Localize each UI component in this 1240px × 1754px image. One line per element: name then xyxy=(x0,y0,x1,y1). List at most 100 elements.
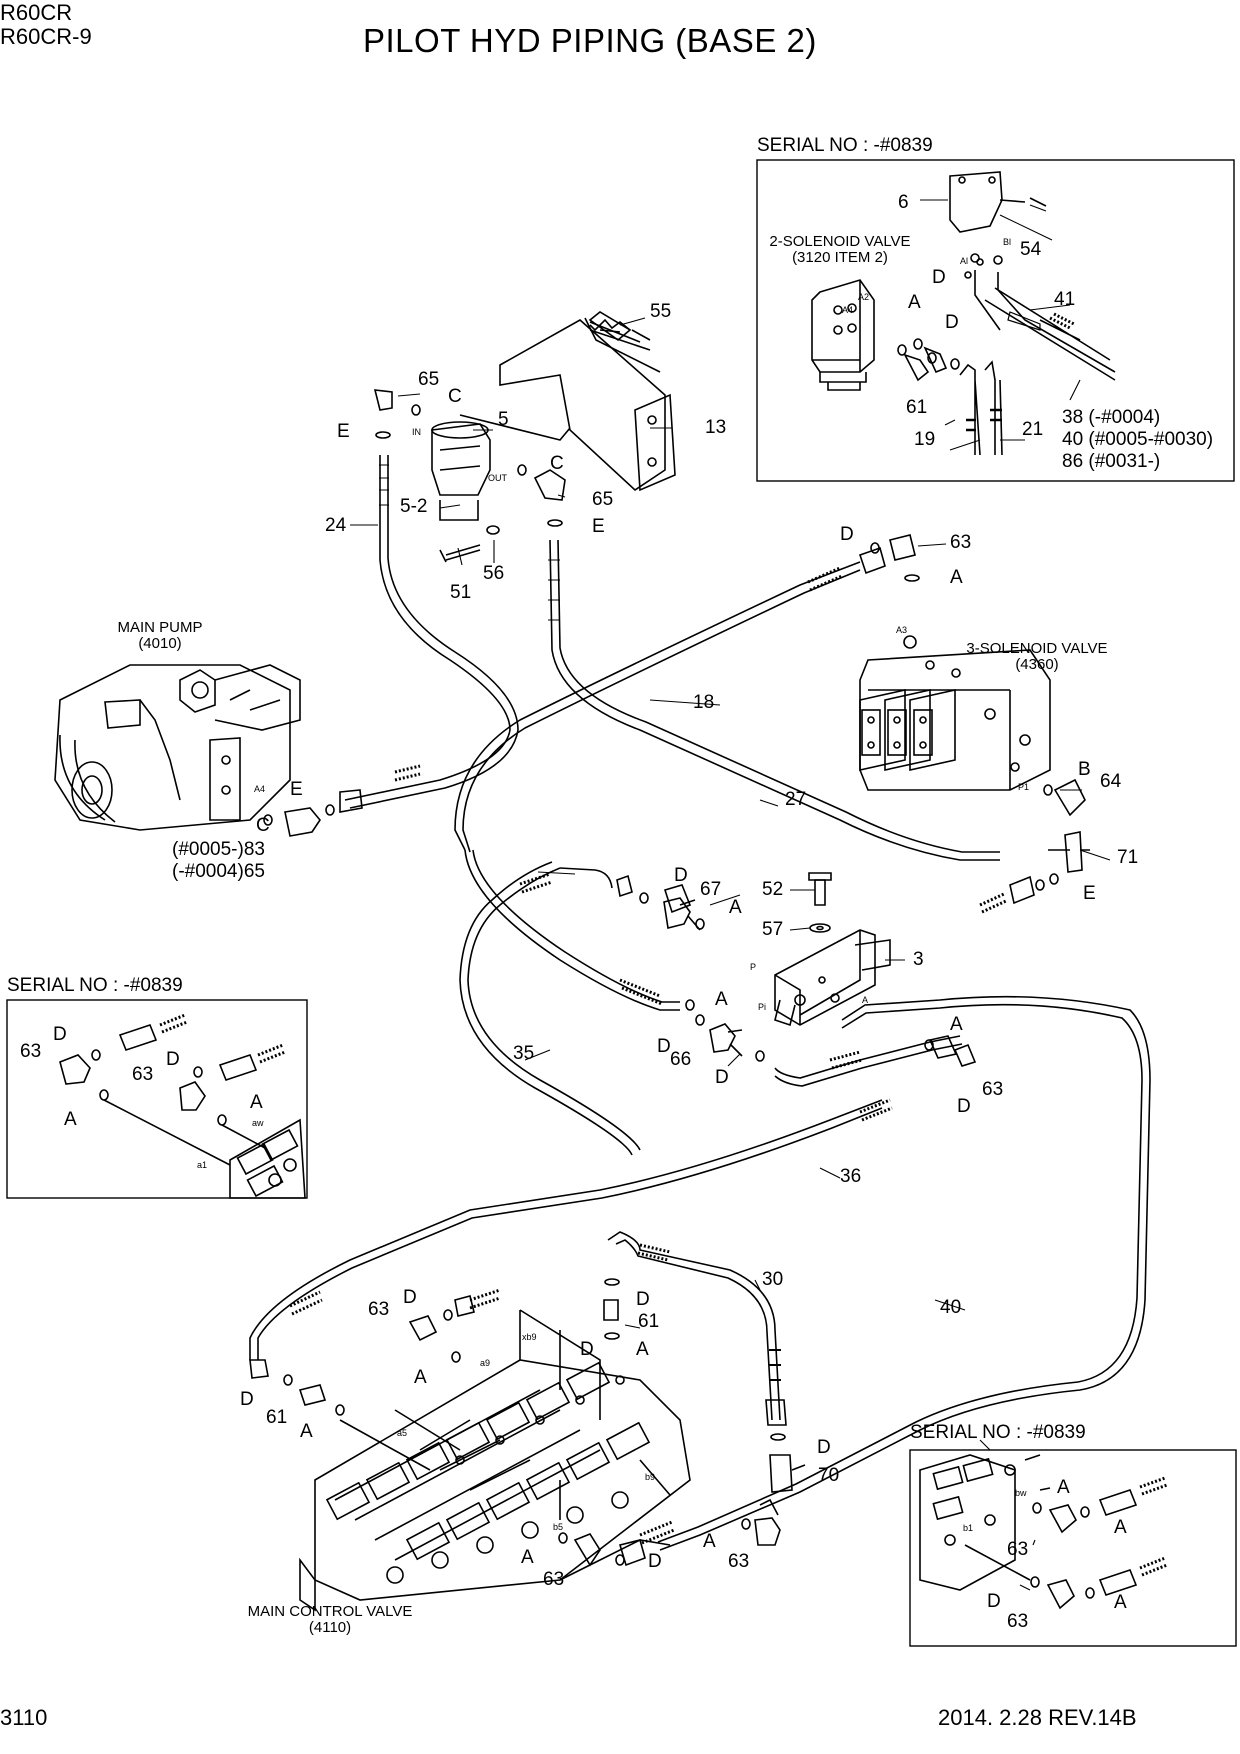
two-solenoid-ref: (3120 ITEM 2) xyxy=(792,248,888,266)
model-code-2: R60CR-9 xyxy=(0,24,92,49)
callout-71: 71 xyxy=(1117,847,1139,868)
main-pump-name: MAIN PUMP xyxy=(117,619,203,636)
letter-a-7: A xyxy=(250,1092,263,1113)
callout-64: 64 xyxy=(1100,771,1122,792)
letter-a-6: A xyxy=(64,1109,77,1130)
letter-a-14: D xyxy=(987,1591,1001,1612)
callout-63f: 63 xyxy=(543,1569,565,1590)
port-aw: aw xyxy=(252,1118,264,1128)
letter-d-11: D xyxy=(240,1389,254,1410)
port-in: IN xyxy=(412,427,421,437)
note-40: 40 (#0005-#0030) xyxy=(1062,429,1214,450)
callout-65b: 65 xyxy=(592,489,614,510)
callout-35: 35 xyxy=(513,1043,535,1064)
main-pump-label: MAIN PUMP (4010) xyxy=(100,620,220,652)
callout-40: 40 xyxy=(940,1297,962,1318)
letter-d-6: D xyxy=(715,1067,729,1088)
port-a: A xyxy=(862,995,869,1005)
letter-d-9: D xyxy=(166,1049,180,1070)
port-a9: a9 xyxy=(480,1358,491,1368)
port-a1: a1 xyxy=(197,1160,208,1170)
letter-a-1: A xyxy=(908,292,921,313)
letter-d-12: D xyxy=(648,1551,662,1572)
port-p1: P1 xyxy=(1018,782,1030,792)
letter-a-3: A xyxy=(729,897,742,918)
main-control-ref: (4110) xyxy=(308,1618,352,1636)
letter-c-1: C xyxy=(448,386,462,407)
port-a5: a5 xyxy=(397,1428,408,1438)
letter-e-3: E xyxy=(1083,883,1096,904)
port-a4: A4 xyxy=(842,305,854,315)
letter-d-2: D xyxy=(945,312,959,333)
port-out: OUT xyxy=(488,473,507,483)
letter-c-3: C xyxy=(256,815,270,836)
letter-a-5: A xyxy=(950,1014,963,1035)
callout-5: 5 xyxy=(498,409,509,430)
two-solenoid-label: 2-SOLENOID VALVE (3120 ITEM 2) xyxy=(760,234,920,266)
note-65: (-#0004)65 xyxy=(172,861,265,882)
callout-63c: 63 xyxy=(368,1299,390,1320)
page-title: PILOT HYD PIPING (BASE 2) xyxy=(363,22,817,59)
callout-61c: 61 xyxy=(266,1407,288,1428)
callout-55: 55 xyxy=(650,301,672,322)
port-al: Al xyxy=(960,256,969,266)
page-number: 3110 xyxy=(0,1705,48,1730)
callout-52: 52 xyxy=(762,879,784,900)
callout-13: 13 xyxy=(705,417,727,438)
callout-24: 24 xyxy=(325,515,347,536)
callout-54: 54 xyxy=(1020,239,1042,260)
callout-41: 41 xyxy=(1054,289,1076,310)
letter-e-4: E xyxy=(290,779,303,800)
letter-d-14: D xyxy=(817,1437,831,1458)
letter-e-1: E xyxy=(337,421,350,442)
port-p: P xyxy=(750,962,757,972)
letter-d-10: D xyxy=(403,1287,417,1308)
three-solenoid-name: 3-SOLENOID VALVE xyxy=(966,640,1108,657)
callout-63g: 63 xyxy=(132,1064,154,1085)
letter-c-2: C xyxy=(550,453,564,474)
letter-d-4: D xyxy=(674,865,688,886)
port-b1: b1 xyxy=(963,1523,974,1533)
callout-51: 51 xyxy=(450,582,472,603)
callout-63a: 63 xyxy=(950,532,972,553)
callout-6: 6 xyxy=(898,192,909,213)
serial-right: SERIAL NO : -#0839 xyxy=(910,1422,1086,1443)
callout-65a: 65 xyxy=(418,369,440,390)
callout-57: 57 xyxy=(762,919,784,940)
letter-d-7: D xyxy=(957,1096,971,1117)
letter-a-13: A xyxy=(1057,1477,1070,1498)
letter-a-12: A xyxy=(703,1531,716,1552)
callout-66: 66 xyxy=(670,1049,692,1070)
callout-5-2: 5-2 xyxy=(400,496,428,517)
letter-d-15: A xyxy=(1114,1517,1127,1538)
letter-d-8: D xyxy=(53,1024,67,1045)
port-b5: b5 xyxy=(553,1522,564,1532)
letter-a-4: A xyxy=(715,989,728,1010)
callout-61: 61 xyxy=(906,397,928,418)
main-control-label: MAIN CONTROL VALVE (4110) xyxy=(230,1604,430,1636)
three-solenoid-ref: (4360) xyxy=(1015,655,1059,673)
main-control-name: MAIN CONTROL VALVE xyxy=(247,1603,413,1620)
callout-63h: 63 xyxy=(1007,1539,1029,1560)
callout-21: 21 xyxy=(1022,419,1044,440)
callout-67: 67 xyxy=(700,879,722,900)
note-86: 86 (#0031-) xyxy=(1062,451,1161,472)
port-bl: Bl xyxy=(1003,237,1012,247)
callout-19: 19 xyxy=(914,429,936,450)
letter-a-8: A xyxy=(414,1367,427,1388)
letter-d-3: D xyxy=(840,524,854,545)
callout-18: 18 xyxy=(693,692,715,713)
port-pump-a4: A4 xyxy=(254,784,266,794)
callout-3: 3 xyxy=(913,949,924,970)
letter-d-5: D xyxy=(657,1036,671,1057)
serial-left: SERIAL NO : -#0839 xyxy=(7,975,183,996)
port-a3: A3 xyxy=(896,625,908,635)
callout-63i: 63 xyxy=(1007,1611,1029,1632)
port-xb9: xb9 xyxy=(522,1332,537,1342)
three-solenoid-label: 3-SOLENOID VALVE (4360) xyxy=(952,641,1122,673)
serial-top: SERIAL NO : -#0839 xyxy=(757,135,933,156)
port-bw: bw xyxy=(1015,1488,1027,1498)
callout-63b: 63 xyxy=(982,1079,1004,1100)
port-pi: Pi xyxy=(758,1002,767,1012)
main-pump-ref: (4010) xyxy=(138,634,182,652)
